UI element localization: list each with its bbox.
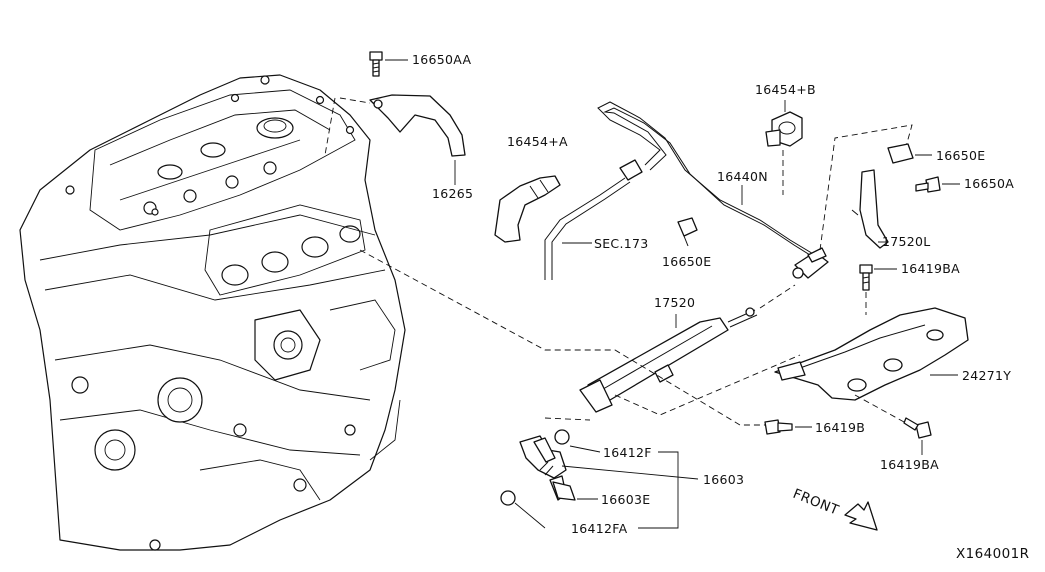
label-16419BA-lower: 16419BA	[880, 457, 939, 472]
bolt-16650A	[915, 176, 960, 193]
label-16412F: 16412F	[603, 445, 652, 460]
engine-assembly	[19, 74, 406, 551]
label-17520L: 17520L	[882, 234, 931, 249]
o-ring-16412FA	[500, 490, 546, 529]
fuel-rail-17520	[579, 307, 758, 413]
label-16412FA: 16412FA	[571, 521, 628, 536]
bracket-17520L	[851, 169, 889, 249]
label-16265: 16265	[432, 186, 473, 201]
fuel-hose-16440N	[597, 101, 829, 279]
diagram-id: X164001R	[956, 546, 1029, 562]
label-16603E: 16603E	[601, 492, 650, 507]
label-16419B: 16419B	[815, 420, 865, 435]
bolt-16419BA-lower	[903, 417, 932, 455]
label-16603: 16603	[703, 472, 744, 487]
label-16454B: 16454+B	[755, 82, 816, 97]
sec173-tube	[544, 159, 643, 280]
label-16650AA: 16650AA	[412, 52, 471, 67]
clip-16603E	[552, 481, 598, 501]
label-16650E-right: 16650E	[936, 148, 985, 163]
clip-16650E-center	[677, 217, 698, 247]
label-24271Y: 24271Y	[962, 368, 1011, 383]
label-17520: 17520	[654, 295, 695, 310]
bolt-16419BA-upper	[859, 264, 897, 315]
arrow-right-down-icon	[844, 501, 878, 531]
label-16650A: 16650A	[964, 176, 1014, 191]
label-front: FRONT	[791, 486, 842, 519]
bracket-16265	[369, 94, 466, 185]
label-16650E-center: 16650E	[662, 254, 711, 269]
bolt-16650AA	[369, 51, 408, 77]
bolt-16419B	[764, 419, 812, 435]
clamp-16454A	[494, 175, 561, 243]
o-ring-16412F	[554, 429, 601, 453]
label-sec173: SEC.173	[594, 236, 649, 251]
label-16419BA-upper: 16419BA	[901, 261, 960, 276]
clip-16650E-right	[887, 143, 932, 164]
clamp-16454B	[765, 100, 803, 195]
label-16440N: 16440N	[717, 169, 768, 184]
label-16454A: 16454+A	[507, 134, 568, 149]
heat-shield-24271Y	[774, 307, 969, 401]
